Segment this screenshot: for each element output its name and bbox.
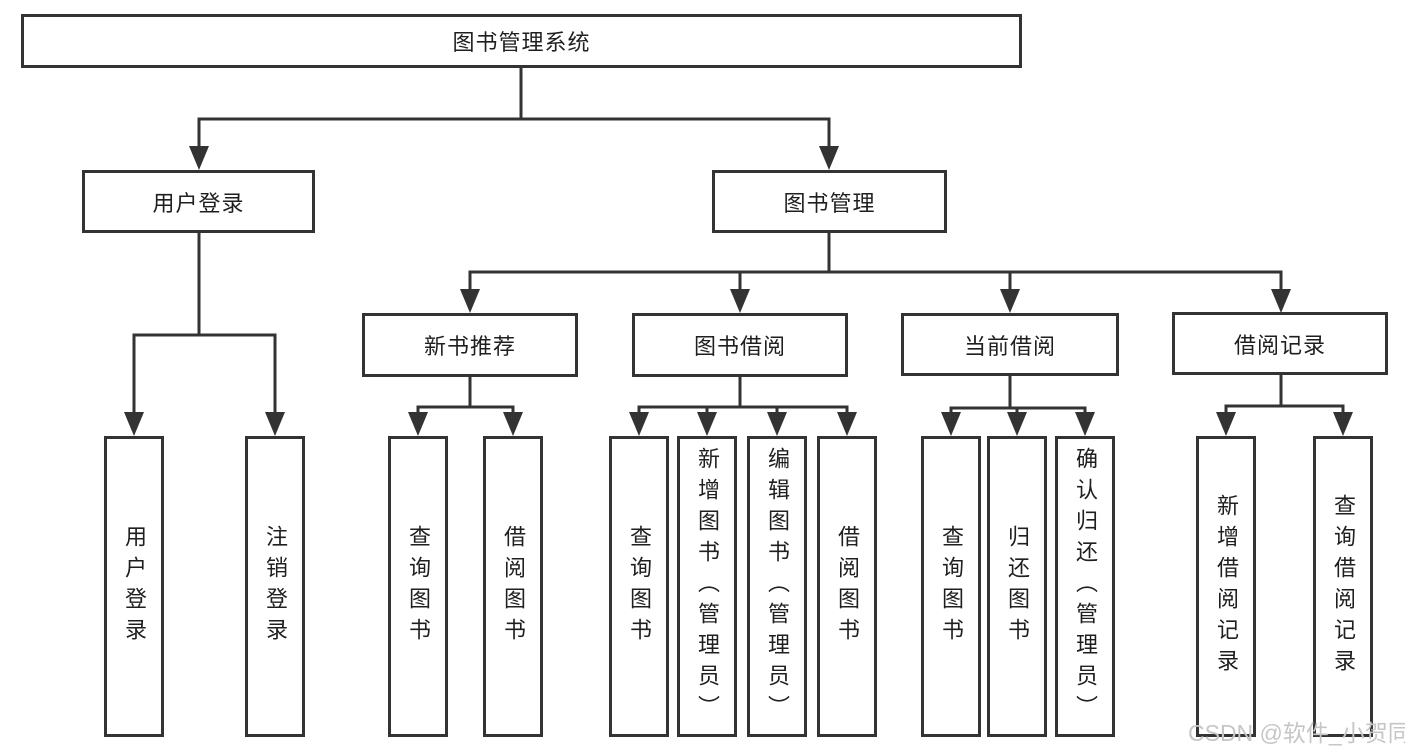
leaf-label: 确认归还（管理员） bbox=[1073, 447, 1098, 726]
leaf-query-borrow-record: 查询借阅记录 bbox=[1313, 436, 1373, 737]
leaf-logout: 注销登录 bbox=[245, 436, 305, 737]
leaf-user-login: 用户登录 bbox=[104, 436, 164, 737]
leaf-label: 新增图书（管理员） bbox=[695, 447, 720, 726]
leaf-borrow-books-borrowing: 借阅图书 bbox=[817, 436, 877, 737]
leaf-label: 查询图书 bbox=[939, 524, 964, 649]
leaf-borrow-books-recommend: 借阅图书 bbox=[483, 436, 543, 737]
leaf-label: 借阅图书 bbox=[835, 524, 860, 649]
node-borrowing-records: 借阅记录 bbox=[1172, 312, 1388, 375]
arrowheads bbox=[124, 146, 1353, 436]
leaf-label: 归还图书 bbox=[1005, 524, 1030, 649]
leaf-label: 用户登录 bbox=[122, 524, 147, 649]
leaf-query-books-borrowing: 查询图书 bbox=[609, 436, 669, 737]
leaf-query-books-current: 查询图书 bbox=[921, 436, 981, 737]
leaf-return-books: 归还图书 bbox=[987, 436, 1047, 737]
csdn-watermark: CSDN @软件_小贺同学 bbox=[1188, 720, 1405, 746]
node-user-login: 用户登录 bbox=[82, 170, 315, 233]
leaf-query-books-recommend: 查询图书 bbox=[388, 436, 448, 737]
leaf-label: 新增借阅记录 bbox=[1214, 493, 1239, 680]
leaf-add-books-admin: 新增图书（管理员） bbox=[677, 436, 737, 737]
leaf-label: 查询借阅记录 bbox=[1331, 493, 1356, 680]
leaf-confirm-return-admin: 确认归还（管理员） bbox=[1055, 436, 1115, 737]
node-book-borrowing: 图书借阅 bbox=[632, 313, 848, 377]
node-current-borrowing: 当前借阅 bbox=[901, 313, 1119, 376]
leaf-label: 编辑图书（管理员） bbox=[765, 447, 790, 726]
leaf-label: 注销登录 bbox=[263, 524, 288, 649]
node-book-management: 图书管理 bbox=[712, 170, 947, 233]
node-library-management-system: 图书管理系统 bbox=[21, 14, 1022, 68]
leaf-label: 查询图书 bbox=[627, 524, 652, 649]
leaf-label: 查询图书 bbox=[406, 524, 431, 649]
leaf-add-borrow-record: 新增借阅记录 bbox=[1196, 436, 1256, 737]
leaf-label: 借阅图书 bbox=[501, 524, 526, 649]
leaf-edit-books-admin: 编辑图书（管理员） bbox=[747, 436, 807, 737]
node-new-book-recommend: 新书推荐 bbox=[362, 313, 578, 377]
